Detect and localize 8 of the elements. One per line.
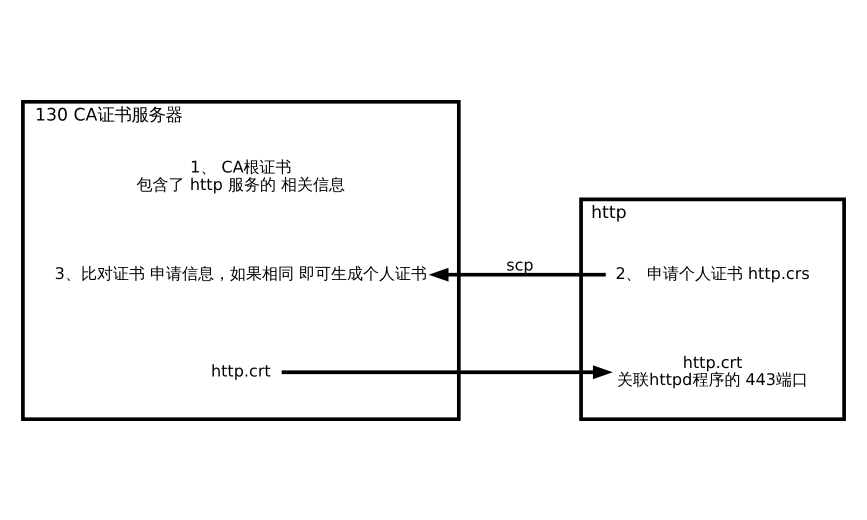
arrow	[282, 364, 613, 379]
arrow	[428, 267, 606, 282]
node-text: 3、比对证书 申请信息，如果相同 即可生成个人证书	[54, 263, 428, 282]
node-text: http.crt 关联httpd程序的 443端口	[617, 352, 808, 389]
edge-label: scp	[506, 254, 534, 274]
node-text: 2、 申请个人证书 http.crs	[615, 263, 810, 282]
node-text: 1、 CA根证书 包含了 http 服务的 相关信息	[136, 157, 345, 194]
node-text: http.crt	[210, 360, 271, 380]
